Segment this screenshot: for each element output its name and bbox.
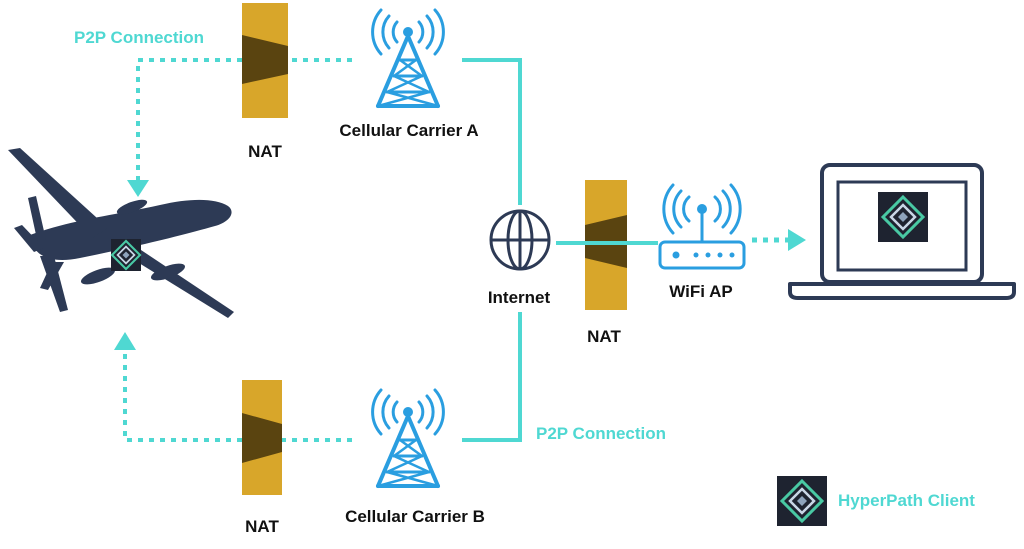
drone-aircraft-icon — [8, 148, 234, 318]
laptop-icon — [788, 163, 1016, 300]
p2p-connection-label-bottom: P2P Connection — [536, 424, 667, 443]
internet-label: Internet — [487, 288, 551, 307]
wifi-ap-label: WiFi AP — [669, 282, 733, 301]
globe-icon — [489, 209, 551, 271]
nat-middle-icon — [585, 180, 627, 310]
nat-top-icon — [242, 3, 288, 118]
carrier-a-link — [462, 58, 522, 205]
nat-bottom-icon — [242, 380, 282, 495]
p2p-connection-label-top: P2P Connection — [74, 28, 205, 47]
p2p-path-bottom — [123, 348, 352, 442]
cell-tower-b-icon — [370, 388, 446, 488]
nat-top-label: NAT — [248, 142, 282, 161]
cell-tower-a-icon — [370, 8, 446, 108]
p2p-arrow-top — [127, 180, 149, 197]
hyperpath-client-icon — [777, 476, 827, 526]
wifi-arrow — [788, 229, 806, 251]
p2p-arrow-bottom — [114, 332, 136, 350]
p2p-path-top — [136, 58, 352, 182]
nat-middle-label: NAT — [587, 327, 621, 346]
legend-label: HyperPath Client — [838, 491, 975, 510]
carrier-b-link — [462, 312, 522, 442]
carrier-b-label: Cellular Carrier B — [345, 507, 485, 526]
wifi-router-icon — [658, 183, 746, 270]
nat-bottom-label: NAT — [245, 517, 279, 536]
carrier-a-label: Cellular Carrier A — [339, 121, 479, 140]
